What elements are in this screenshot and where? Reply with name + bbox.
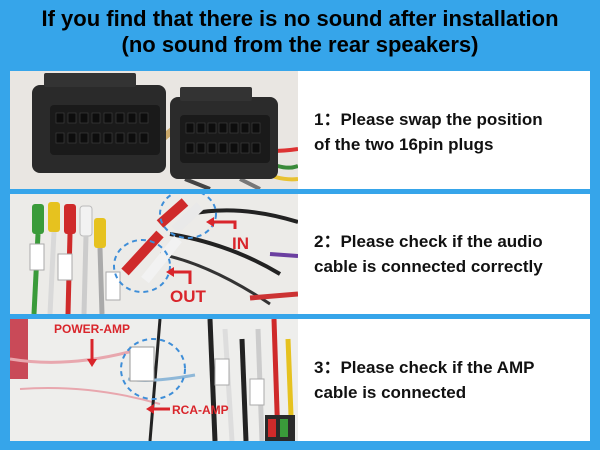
- in-label: IN: [232, 234, 249, 253]
- step-1-panel: 1：Please swap the position of the two 16…: [10, 71, 590, 189]
- amp-cables-photo: POWER-AMP RCA-AMP: [10, 319, 298, 441]
- header-line-1: If you find that there is no sound after…: [41, 6, 559, 31]
- audio-cables-photo: IN OUT: [10, 194, 298, 314]
- step-1-line-1: 1：Please swap the position: [314, 110, 543, 129]
- step-2-text: 2：Please check if the audio cable is con…: [314, 229, 580, 279]
- step-2-line-1: 2：Please check if the audio: [314, 232, 543, 251]
- connector-plugs-photo: [10, 71, 298, 189]
- page-header: If you find that there is no sound after…: [0, 0, 600, 66]
- out-label: OUT: [170, 287, 207, 306]
- header-line-2: (no sound from the rear speakers): [121, 32, 479, 57]
- step-3-panel: POWER-AMP RCA-AMP 3：Please check if the …: [10, 319, 590, 441]
- step-3-line-1: 3：Please check if the AMP: [314, 358, 535, 377]
- step-3-line-2: cable is connected: [314, 383, 467, 402]
- step-3-text: 3：Please check if the AMP cable is conne…: [314, 355, 580, 405]
- power-amp-label: POWER-AMP: [54, 322, 130, 336]
- step-2-line-2: cable is connected correctly: [314, 257, 543, 276]
- step-2-panel: IN OUT 2：Please check if the audio cable…: [10, 194, 590, 314]
- step-1-line-2: of the two 16pin plugs: [314, 135, 494, 154]
- step-1-text: 1：Please swap the position of the two 16…: [314, 107, 580, 157]
- rca-amp-label: RCA-AMP: [172, 403, 229, 417]
